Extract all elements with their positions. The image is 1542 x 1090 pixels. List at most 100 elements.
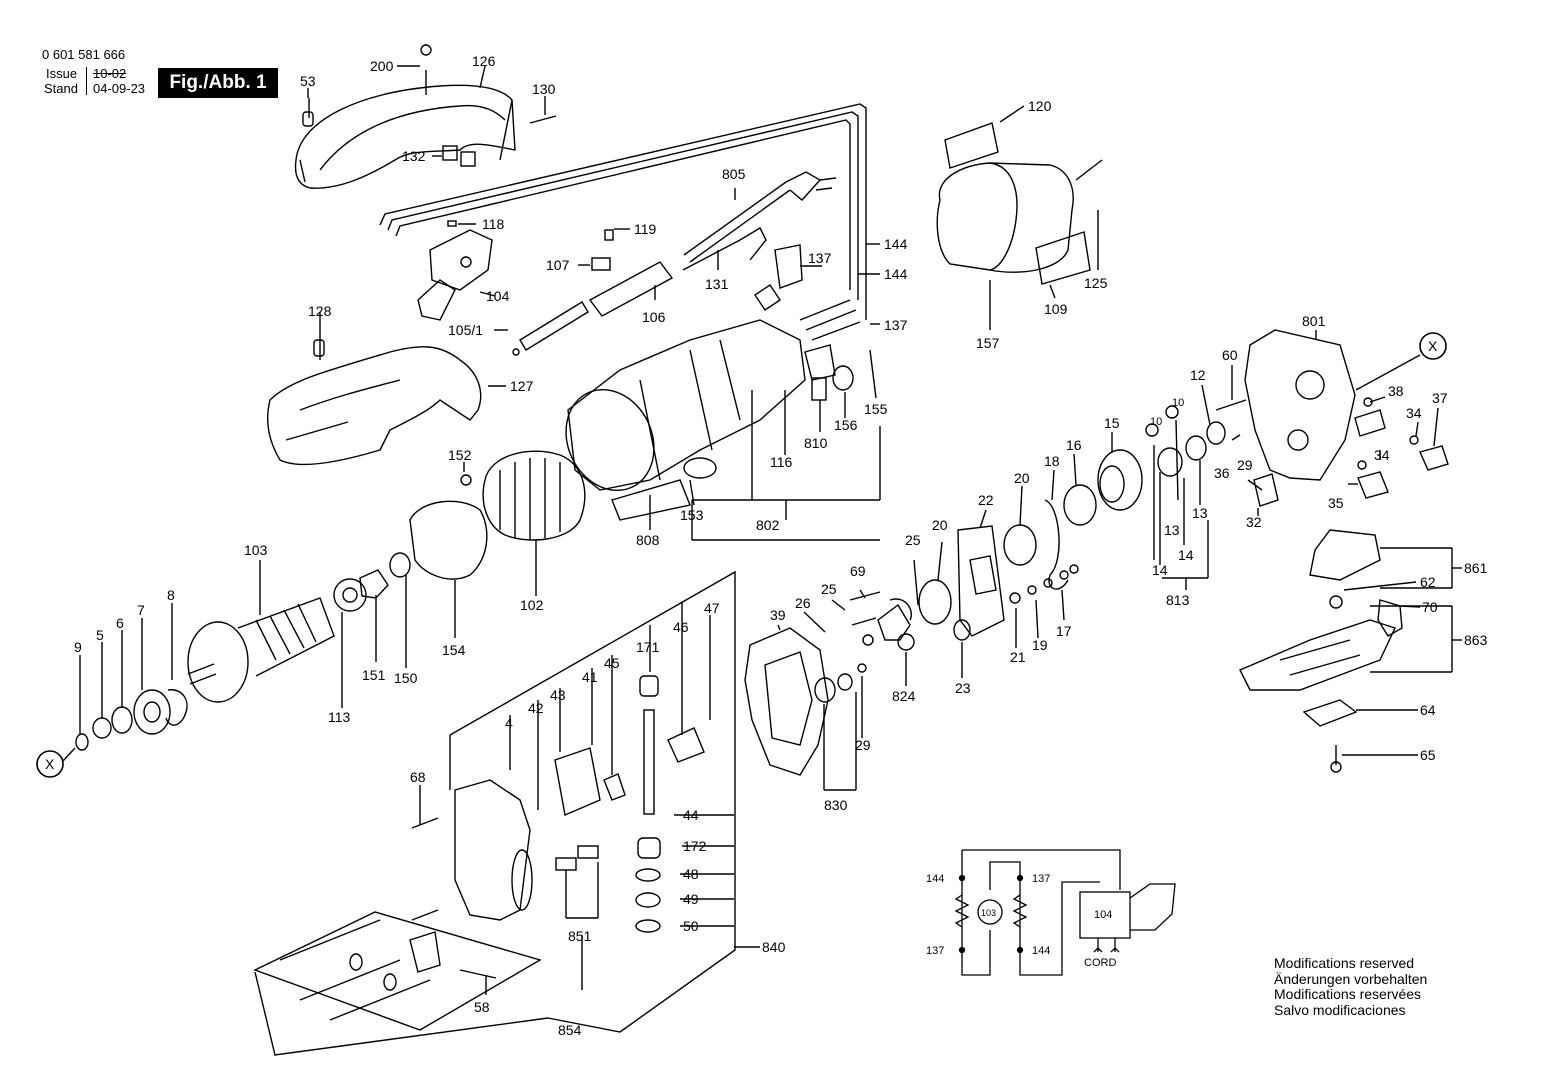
- part-32: [1253, 473, 1279, 507]
- clip-132b: [460, 151, 476, 167]
- label-854: 854: [558, 1022, 582, 1038]
- label-50: 50: [683, 918, 699, 934]
- schematic-labels: 144 137 137 144 103 104 CORD: [926, 873, 1116, 969]
- fan-shroud-154: [409, 500, 488, 580]
- label-26: 26: [795, 595, 811, 611]
- part-46: [667, 727, 705, 763]
- bearing-13: [1185, 435, 1207, 461]
- clip-132a: [442, 145, 458, 161]
- nut-49: [635, 892, 661, 908]
- label-808: 808: [636, 532, 660, 548]
- label-106: 106: [642, 309, 666, 325]
- cable-guard-106: [588, 261, 674, 317]
- bearing-113: [333, 578, 367, 612]
- label-60: 60: [1222, 347, 1238, 363]
- label-29a: 29: [855, 737, 871, 753]
- label-15: 15: [1104, 415, 1120, 431]
- label-43: 43: [550, 687, 566, 703]
- cable-sleeve: [519, 301, 589, 351]
- reference-x-right: [1419, 332, 1447, 360]
- screw-128: [313, 339, 325, 357]
- shoe-861: [1309, 529, 1381, 581]
- label-64: 64: [1420, 702, 1436, 718]
- label-144b: 144: [884, 266, 908, 282]
- schematic-switch-label: 104: [1094, 909, 1112, 921]
- part-153: [683, 457, 717, 479]
- label-151: 151: [362, 667, 386, 683]
- motor-cover-157: [936, 162, 1074, 273]
- label-25b: 25: [821, 581, 837, 597]
- washer-48: [635, 868, 661, 882]
- label-109: 109: [1044, 301, 1068, 317]
- label-10b: 10: [1172, 397, 1184, 409]
- screw-60: [1215, 399, 1247, 411]
- label-9: 9: [74, 639, 82, 655]
- label-10a: 10: [1150, 416, 1162, 428]
- power-cord: [682, 171, 837, 271]
- label-805: 805: [722, 166, 746, 182]
- bushing-172: [637, 837, 661, 859]
- shoe-863: [1239, 619, 1396, 691]
- label-12: 12: [1190, 367, 1206, 383]
- label-153: 153: [680, 507, 704, 523]
- gear-case-840: [454, 779, 531, 921]
- notice-line-fr: Modifications reservées: [1274, 986, 1422, 1002]
- pin-58: [459, 969, 497, 979]
- switch-104: [417, 229, 493, 321]
- part-851b: [577, 845, 599, 859]
- label-171: 171: [636, 639, 660, 655]
- pad-64: [1302, 699, 1358, 727]
- label-851: 851: [568, 928, 592, 944]
- part-808: [611, 479, 691, 521]
- label-824: 824: [892, 688, 916, 704]
- label-120: [944, 122, 999, 169]
- knob-37: [1419, 445, 1449, 471]
- label-130: 130: [532, 81, 556, 97]
- gear-housing-801: [1244, 329, 1386, 481]
- issue-value: 10-02: [93, 66, 127, 81]
- label-127: 127: [510, 378, 534, 394]
- label-156: 156: [834, 417, 858, 433]
- label-58: 58: [474, 999, 490, 1015]
- label-830: 830: [824, 797, 848, 813]
- label-16: 16: [1066, 437, 1082, 453]
- label-35: 35: [1328, 495, 1344, 511]
- label-120: 120: [1028, 98, 1052, 114]
- label-53: 53: [300, 73, 316, 89]
- header-divider: [86, 67, 87, 95]
- motor-housing-802: [565, 319, 806, 492]
- base-plate-854: [253, 911, 542, 1031]
- guide-plate-22: [957, 525, 1005, 637]
- label-69: 69: [850, 563, 866, 579]
- schematic-resistor-right: [1012, 894, 1028, 928]
- washer-150: [389, 552, 411, 578]
- screw-200-head: [420, 44, 432, 56]
- field-coil-102: [482, 450, 586, 541]
- label-128: 128: [308, 303, 332, 319]
- label-68: 68: [410, 769, 426, 785]
- label-840: 840: [762, 939, 786, 955]
- label-4: 4: [505, 715, 513, 731]
- bearing-14: [1157, 447, 1183, 477]
- label-13a: 13: [1164, 522, 1180, 538]
- label-813: 813: [1166, 592, 1190, 608]
- schematic-motor-symbol: [977, 899, 1003, 925]
- knob-35: [1357, 471, 1389, 499]
- reference-x-left: [36, 750, 64, 778]
- label-47: 47: [704, 600, 720, 616]
- housing-half: [267, 346, 482, 466]
- label-107: 107: [546, 257, 570, 273]
- part-number: 0 601 581 666: [42, 47, 126, 62]
- ring-20a: [1003, 524, 1037, 566]
- diagram-linework: [61, 44, 1462, 1056]
- armature-103: [187, 597, 335, 703]
- nut-62: [1329, 595, 1343, 609]
- label-131: 131: [705, 276, 729, 292]
- label-7: 7: [137, 602, 145, 618]
- label-810: 810: [804, 435, 828, 451]
- lever-18: [1044, 499, 1069, 590]
- schematic-motor-label: 103: [981, 908, 996, 918]
- label-25a: 25: [905, 532, 921, 548]
- stand-label: Stand: [44, 81, 78, 96]
